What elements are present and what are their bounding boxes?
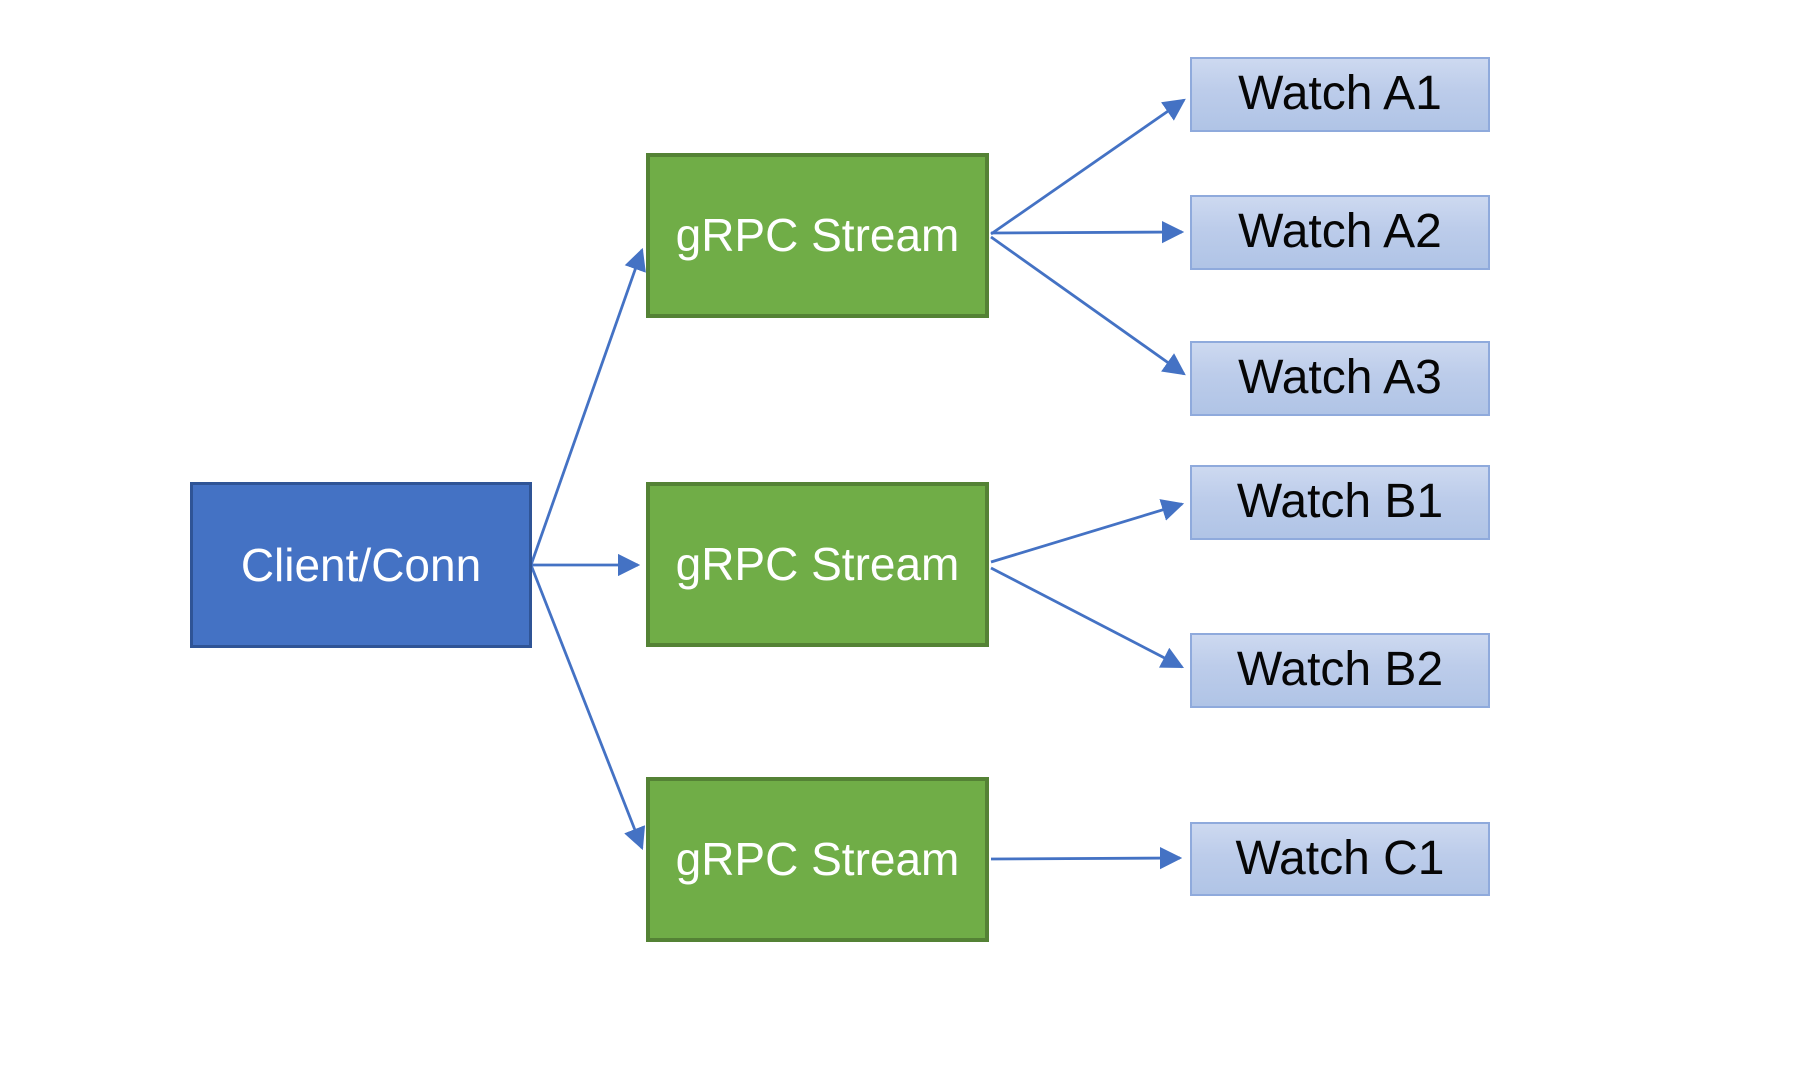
node-grpc-stream-1: gRPC Stream [646, 153, 989, 318]
node-watch-b2: Watch B2 [1190, 633, 1490, 708]
node-watch-a1: Watch A1 [1190, 57, 1490, 132]
node-grpc-stream-3: gRPC Stream [646, 777, 989, 942]
edge-stream1-watch-a3 [990, 235, 1186, 376]
node-watch-b1: Watch B1 [1190, 465, 1490, 540]
edge-stream3-watch-c1 [990, 846, 1183, 870]
edge-stream2-watch-b2 [990, 566, 1184, 669]
edge-client-stream1 [529, 247, 646, 566]
edge-stream1-watch-a1 [990, 98, 1186, 236]
node-grpc-stream-2: gRPC Stream [646, 482, 989, 647]
edge-client-stream3 [529, 564, 646, 851]
node-watch-a3: Watch A3 [1190, 341, 1490, 416]
node-client-conn: Client/Conn [190, 482, 532, 648]
edge-stream2-watch-b1 [990, 499, 1185, 564]
node-watch-a2: Watch A2 [1190, 195, 1490, 270]
node-watch-c1: Watch C1 [1190, 822, 1490, 896]
edge-stream1-watch-a2 [990, 220, 1185, 244]
